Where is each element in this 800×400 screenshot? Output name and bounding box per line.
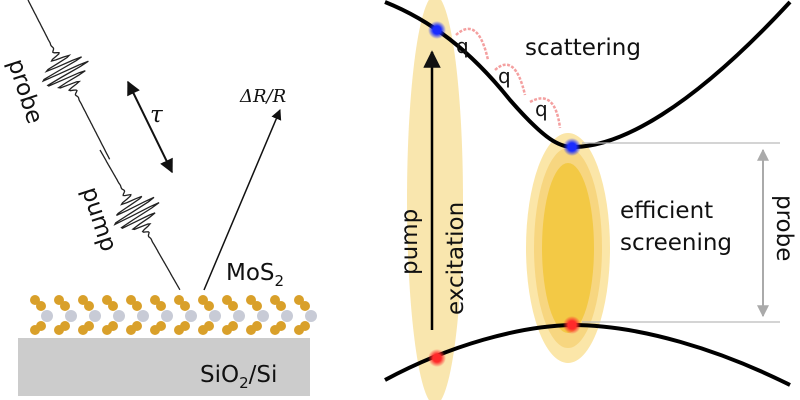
molybdenum-atom [305,310,317,322]
molybdenum-atom [137,310,149,322]
sulfur-atom [276,321,286,331]
mos2-lattice [30,295,317,335]
sulfur-atom [156,301,166,311]
sulfur-atom [132,321,142,331]
hole-dot [428,349,446,367]
sulfur-atom [252,321,262,331]
pump-label-right: pump [397,209,423,275]
sulfur-atom [180,301,190,311]
electron-dot [563,138,581,156]
excitation-label: excitation [443,202,469,315]
delay-label: τ [150,102,164,128]
sulfur-atom [108,321,118,331]
molybdenum-atom [89,310,101,322]
pump-label: pump [76,184,121,255]
molybdenum-atom [209,310,221,322]
sulfur-atom [276,301,286,311]
sulfur-atom [156,321,166,331]
sulfur-atom [228,301,238,311]
sulfur-atom [204,321,214,331]
molybdenum-atom [281,310,293,322]
molybdenum-atom [257,310,269,322]
probe-label-right: probe [771,195,797,261]
phonon-label: q [535,97,548,121]
signal-label: ΔR/R [239,86,286,107]
screening-glow [526,133,610,363]
molybdenum-atom [113,310,125,322]
molybdenum-atom [65,310,77,322]
hole-dot [563,316,581,334]
sulfur-atom [300,301,310,311]
sulfur-atom [300,321,310,331]
sulfur-atom [252,301,262,311]
pump-excitation-glow [407,0,463,400]
molybdenum-atom [185,310,197,322]
sulfur-atom [228,321,238,331]
sulfur-atom [84,321,94,331]
electron-dot [428,21,446,39]
phonon-label: q [498,64,511,88]
sulfur-atom [60,321,70,331]
scattering-label: scattering [525,35,641,61]
molybdenum-atom [233,310,245,322]
probe-pulse [27,0,111,160]
delay-arrow [127,80,173,174]
reflected-beam-arrow [203,109,282,291]
molybdenum-atom [41,310,53,322]
pump-pulse [99,149,181,291]
substrate: SiO2/Si [18,338,310,396]
sulfur-atom [36,321,46,331]
conduction-band [384,0,792,150]
sulfur-atom [108,301,118,311]
phonon-label: q [456,34,469,58]
phonon-scattering-arcs [455,27,562,129]
sulfur-atom [60,301,70,311]
sulfur-atom [84,301,94,311]
molybdenum-atom [161,310,173,322]
screening-label-line2: screening [620,230,732,256]
sulfur-atom [132,301,142,311]
screening-label-line1: efficient [620,198,713,224]
sulfur-atom [180,321,190,331]
mos2-label: MoS2 [226,260,284,290]
sulfur-atom [36,301,46,311]
sulfur-atom [204,301,214,311]
probe-label: probe [2,56,47,127]
substrate-label: SiO2/Si [200,362,277,392]
